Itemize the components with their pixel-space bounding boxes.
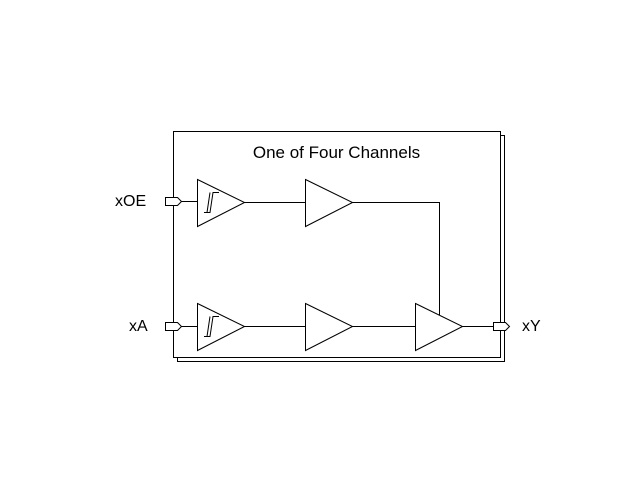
tristate-output-buffer	[415, 302, 464, 352]
pin-label-a: xA	[129, 318, 148, 335]
a-input-pin	[165, 322, 183, 331]
oe-schmitt-buffer	[197, 178, 246, 228]
channel-box	[173, 131, 501, 358]
oe-input-pin	[165, 197, 183, 206]
a-buffer	[305, 302, 354, 352]
oe-enable-wire	[352, 202, 440, 315]
pin-label-y: xY	[522, 318, 541, 335]
pin-label-oe: xOE	[115, 193, 147, 210]
oe-buffer	[305, 178, 354, 228]
a-schmitt-buffer	[197, 302, 246, 352]
hysteresis-icon	[204, 316, 219, 337]
y-output-pin	[493, 322, 511, 331]
diagram-title: One of Four Channels	[252, 143, 421, 162]
hysteresis-icon	[204, 192, 219, 213]
